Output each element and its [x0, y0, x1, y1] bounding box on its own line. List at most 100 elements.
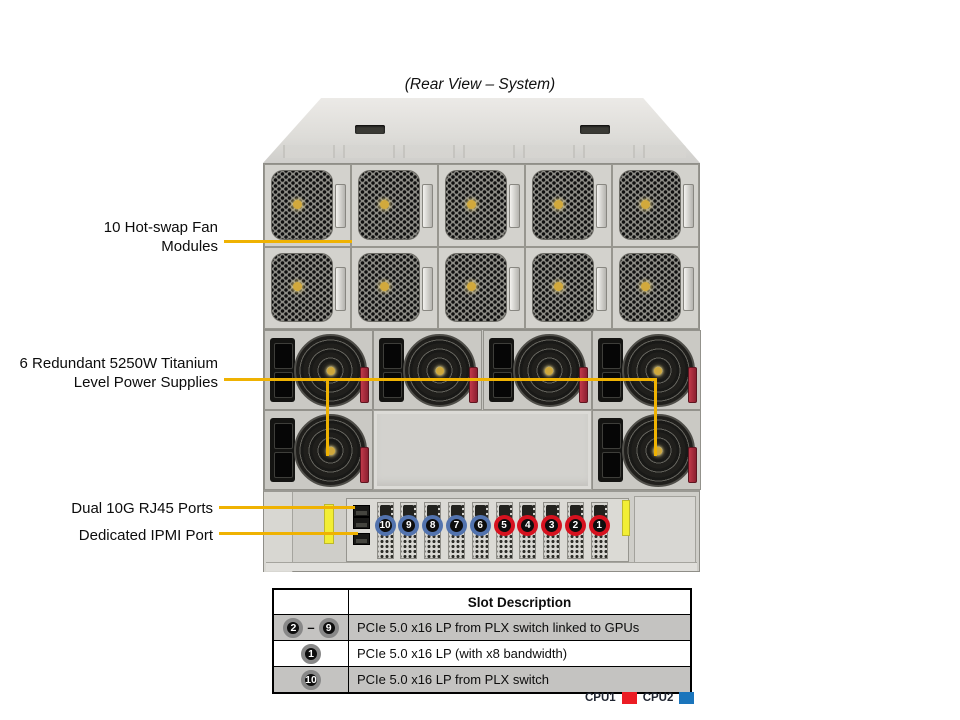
pcie-slot-badge-2: 2: [564, 515, 586, 536]
fan-module: [612, 246, 699, 329]
fan-hub: [467, 199, 476, 209]
table-header-badge-cell: [274, 590, 349, 614]
ac-socket: [274, 372, 293, 398]
psu-fan: [621, 334, 695, 407]
pcie-slot-badge-5: 5: [493, 515, 515, 536]
pcie-slot-badge-9: 9: [398, 515, 420, 536]
legend-label-cpu1: CPU1: [585, 692, 616, 704]
fan-module: [438, 246, 525, 329]
pcie-slot-badge-10: 10: [374, 515, 396, 536]
fan-latch-handle: [422, 266, 433, 311]
slot-description-text: PCIe 5.0 x16 LP from PLX switch: [357, 672, 549, 687]
ac-socket: [601, 343, 621, 369]
ac-socket: [601, 452, 621, 478]
rj45-port-2: [353, 517, 370, 529]
fan-hub: [467, 282, 476, 292]
ac-socket: [274, 452, 293, 478]
slot-description-text: PCIe 5.0 x16 LP (with x8 bandwidth): [357, 646, 568, 661]
fan-latch-handle: [683, 266, 694, 311]
fan-hub: [554, 199, 563, 209]
chassis-top-face: [263, 98, 700, 163]
fan-module-section: [263, 163, 700, 330]
psu-fan: [403, 334, 477, 407]
power-supply-module: [591, 330, 701, 410]
table-header-title: Slot Description: [467, 594, 572, 610]
chassis-base-strip: [266, 562, 697, 571]
fan-hub: [641, 282, 650, 292]
psu-release-latch: [360, 367, 369, 403]
power-inlet: [597, 418, 623, 482]
warning-sticker-left: [324, 504, 334, 544]
ac-socket: [383, 372, 403, 398]
psu-fan: [512, 334, 586, 407]
page-title: (Rear View – System): [404, 76, 556, 93]
table-row: 2 – 9 PCIe 5.0 x16 LP from PLX switch li…: [274, 614, 690, 640]
ac-socket: [601, 423, 621, 449]
psu-fan: [621, 414, 695, 487]
fan-hub: [554, 282, 563, 292]
psu-fan: [294, 414, 367, 487]
slot-badge-1: 1: [301, 643, 321, 664]
fan-latch-handle: [509, 184, 520, 229]
fan-module: [264, 246, 351, 329]
power-supplies-leader-drop-right: [654, 378, 657, 456]
fan-grille: [532, 170, 594, 240]
slot-badge-2: 2: [283, 617, 304, 638]
power-supplies-leader-line: [224, 378, 657, 381]
ac-socket: [492, 372, 512, 398]
fan-grille: [271, 170, 333, 240]
fan-grille: [271, 252, 333, 322]
fan-latch-handle: [422, 184, 433, 229]
power-inlet: [270, 338, 295, 402]
top-vent-row: [277, 145, 686, 158]
pcie-slot-badge-4: 4: [517, 515, 539, 536]
table-row: 1 PCIe 5.0 x16 LP (with x8 bandwidth): [274, 640, 690, 666]
fan-hub: [380, 282, 389, 292]
ac-socket: [383, 343, 403, 369]
power-supply-module: [264, 410, 373, 490]
fan-module: [351, 246, 438, 329]
cpu-legend: CPU1 CPU2: [585, 692, 695, 704]
top-handle-cutout-right: [580, 125, 610, 134]
fan-grille: [358, 252, 420, 322]
fan-grille: [445, 170, 507, 240]
fan-latch-handle: [335, 266, 346, 311]
rj45-ports-leader-line: [219, 506, 355, 509]
pcie-slot-badge-8: 8: [422, 515, 444, 536]
fan-hub: [641, 199, 650, 209]
psu-row-lower: [263, 410, 701, 490]
slot-badge-9: 9: [318, 617, 339, 638]
power-supply-module: [591, 410, 701, 490]
ac-socket: [492, 343, 512, 369]
fan-latch-handle: [509, 266, 520, 311]
fan-grille: [619, 170, 681, 240]
fan-grille: [358, 170, 420, 240]
power-inlet: [270, 418, 295, 482]
fan-grille: [619, 252, 681, 322]
fan-latch-handle: [596, 266, 607, 311]
rj45-ports-label: Dual 10G RJ45 Ports: [71, 500, 213, 517]
pcie-slot-badge-3: 3: [541, 515, 563, 536]
legend-label-cpu2: CPU2: [642, 692, 674, 704]
fan-latch-handle: [596, 184, 607, 229]
power-supplies-label: 6 Redundant 5250W Titanium Level Power S…: [19, 355, 218, 391]
fan-hub: [380, 199, 389, 209]
ipmi-port-label: Dedicated IPMI Port: [78, 527, 213, 544]
psu-fan: [294, 334, 367, 407]
ac-socket: [601, 372, 621, 398]
fan-modules-leader-line: [224, 240, 352, 243]
psu-release-latch: [687, 367, 697, 403]
ac-socket: [274, 423, 293, 449]
warning-sticker-right: [622, 500, 630, 536]
fan-module: [612, 164, 699, 247]
power-inlet: [379, 338, 405, 402]
range-dash: –: [307, 620, 315, 635]
fan-latch-handle: [683, 184, 694, 229]
fan-module: [351, 164, 438, 247]
ipmi-port: [353, 533, 370, 545]
table-header-row: Slot Description: [274, 590, 690, 614]
power-supply-module: [482, 330, 592, 410]
power-supply-module: [373, 330, 483, 410]
